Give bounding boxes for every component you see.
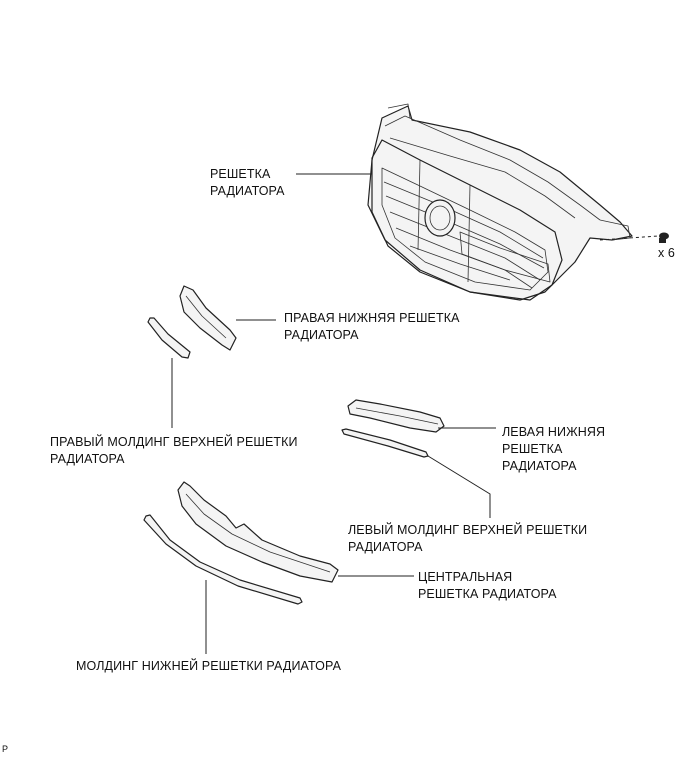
figure-mark: P — [2, 744, 9, 754]
lower-molding-drawing — [143, 514, 303, 605]
left-upper-molding-drawing — [341, 428, 429, 458]
clip-count-label: x 6 — [658, 246, 675, 260]
lower-molding-label: МОЛДИНГ НИЖНЕЙ РЕШЕТКИ РАДИАТОРА — [76, 659, 342, 673]
left-lower-grille-label: ЛЕВАЯ НИЖНЯЯ РЕШЕТКА РАДИАТОРА — [502, 425, 606, 473]
right-upper-molding-drawing — [147, 317, 191, 359]
right-lower-grille-drawing — [179, 285, 237, 351]
center-grille-label: ЦЕНТРАЛЬНАЯ РЕШЕТКА РАДИАТОРА — [418, 570, 557, 601]
radiator-grille-label: РЕШЕТКА РАДИАТОРА — [210, 167, 285, 198]
center-grille-drawing — [177, 481, 339, 583]
leader-lines — [171, 173, 496, 654]
screw-clip-icon — [599, 232, 669, 243]
left-lower-grille-drawing — [347, 399, 445, 433]
left-upper-molding-label: ЛЕВЫЙ МОЛДИНГ ВЕРХНЕЙ РЕШЕТКИ РАДИАТОРА — [348, 523, 588, 554]
right-upper-molding-label: ПРАВЫЙ МОЛДИНГ ВЕРХНЕЙ РЕШЕТКИ РАДИАТОРА — [50, 435, 298, 466]
radiator-grille-drawing — [367, 103, 633, 301]
right-lower-grille-label: ПРАВАЯ НИЖНЯЯ РЕШЕТКА РАДИАТОРА — [284, 311, 460, 342]
